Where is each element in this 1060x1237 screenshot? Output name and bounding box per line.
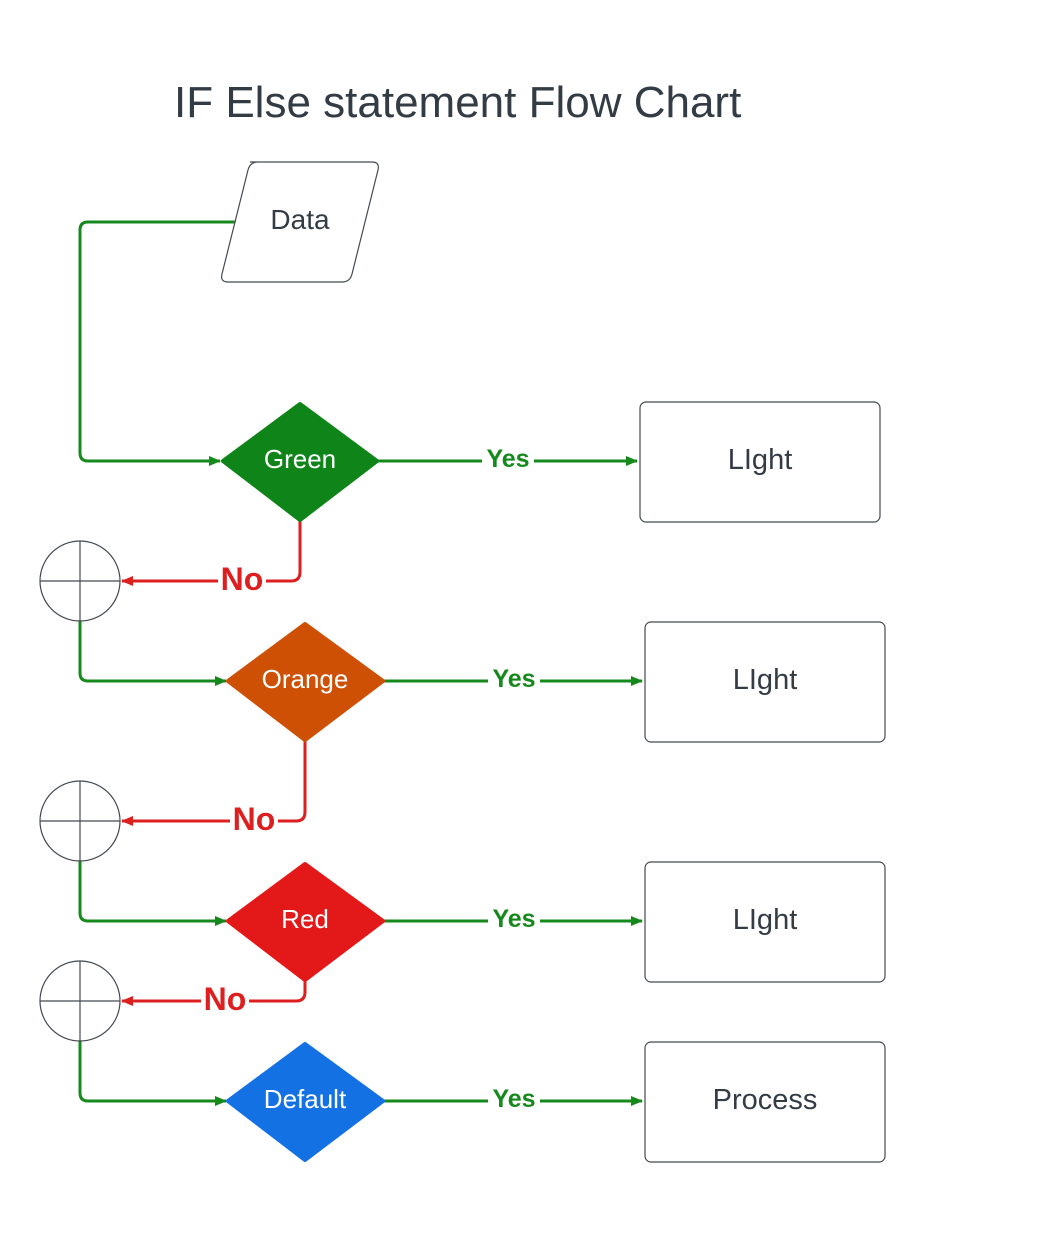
data-node-label: Data — [270, 204, 330, 235]
summing-junction-circle-icon — [39, 540, 121, 622]
result-light-1-label: LIght — [728, 444, 793, 476]
yes-label: Yes — [492, 1085, 535, 1113]
connector-junction3-to-default — [78, 1041, 227, 1106]
no-label: No — [221, 561, 264, 597]
connector-red-no — [122, 980, 307, 1001]
decision-red-label: Red — [281, 904, 329, 934]
decision-green[interactable]: Green — [221, 402, 379, 522]
connector-orange-no — [122, 740, 307, 821]
connector-data-to-green — [78, 220, 236, 466]
yes-label: Yes — [492, 665, 535, 693]
yes-label: Yes — [492, 905, 535, 933]
result-process[interactable]: Process — [644, 1041, 886, 1163]
connector-green-no — [122, 520, 302, 581]
no-label: No — [233, 801, 276, 837]
decision-red[interactable]: Red — [226, 862, 385, 982]
connector-junction2-to-red — [78, 861, 227, 926]
result-process-label: Process — [713, 1084, 818, 1116]
decision-green-label: Green — [264, 444, 336, 474]
summing-junction-circle-icon — [39, 780, 121, 862]
decision-orange-label: Orange — [262, 664, 349, 694]
data-input-node[interactable]: Data — [221, 161, 379, 283]
result-light-1[interactable]: LIght — [639, 401, 881, 523]
decision-default[interactable]: Default — [226, 1042, 385, 1162]
decision-orange[interactable]: Orange — [226, 622, 385, 742]
yes-label: Yes — [486, 445, 529, 473]
connector-junction1-to-orange — [78, 621, 227, 686]
summing-junction-circle-icon — [39, 960, 121, 1042]
result-light-3[interactable]: LIght — [644, 861, 886, 983]
page-title: IF Else statement Flow Chart — [174, 78, 742, 127]
result-light-2-label: LIght — [733, 664, 798, 696]
decision-default-label: Default — [264, 1084, 347, 1114]
no-label: No — [204, 981, 247, 1017]
result-light-2[interactable]: LIght — [644, 621, 886, 743]
result-light-3-label: LIght — [733, 904, 798, 936]
